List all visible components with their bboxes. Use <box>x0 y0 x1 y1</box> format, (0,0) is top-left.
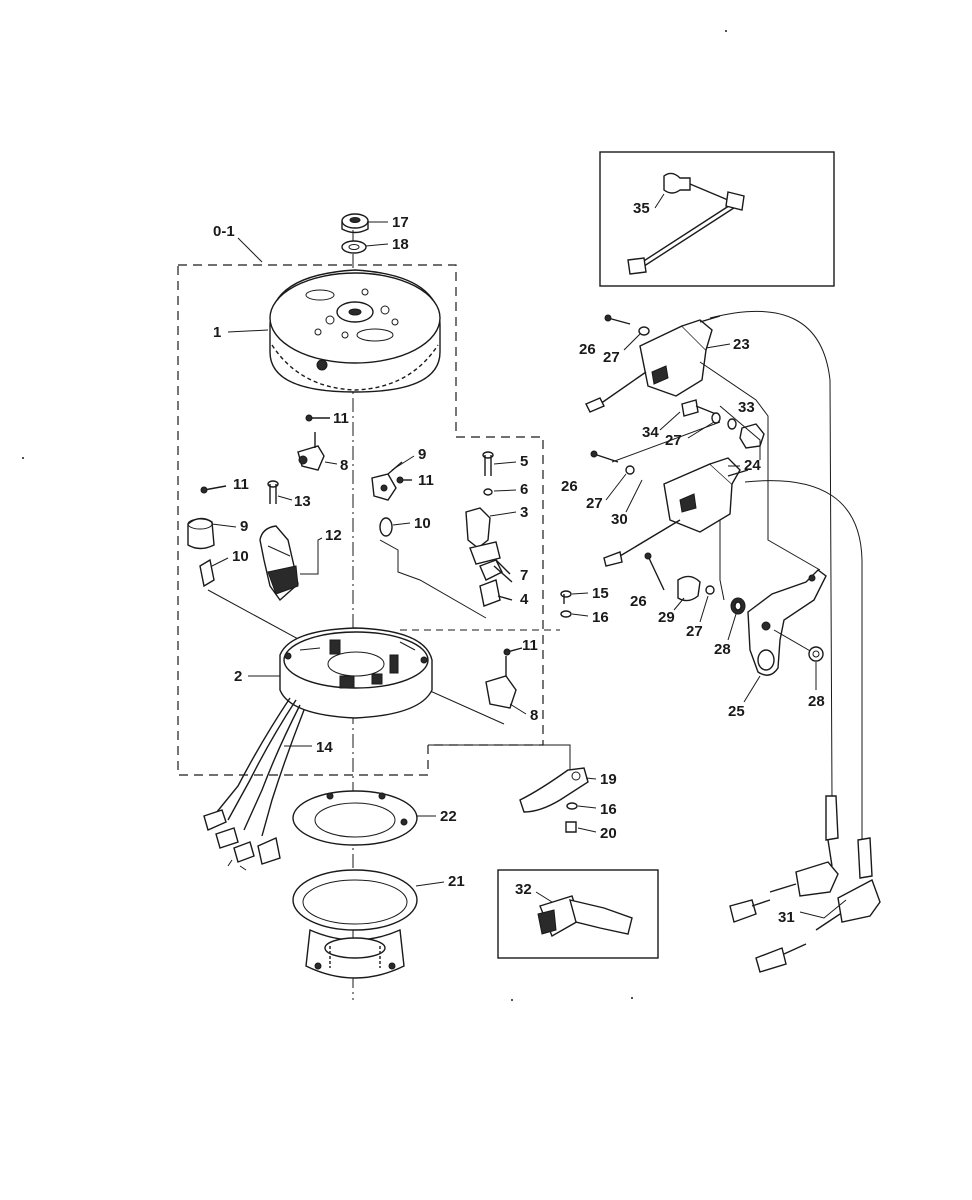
label-8-lower: 8 <box>530 707 538 724</box>
coil-24 <box>603 457 749 567</box>
clamp-29 <box>677 575 701 602</box>
label-25: 25 <box>728 703 745 720</box>
label-29: 29 <box>658 609 675 626</box>
ring-10-left <box>199 558 215 588</box>
label-23: 23 <box>733 336 750 353</box>
label-6: 6 <box>520 481 528 498</box>
washer-28-left <box>730 597 746 615</box>
label-1: 1 <box>213 324 221 341</box>
coil-screw <box>267 480 279 504</box>
label-10-right: 10 <box>414 515 431 532</box>
stator-plate <box>279 627 433 719</box>
label-11-left: 11 <box>233 476 249 493</box>
ignition-coil <box>259 525 299 602</box>
label-4: 4 <box>520 591 529 608</box>
label-15: 15 <box>592 585 609 602</box>
screw-15 <box>560 590 572 604</box>
screw-11-top <box>305 414 330 422</box>
cam-wiper-left <box>187 517 215 550</box>
flywheel-washer <box>341 240 367 254</box>
label-9-right: 9 <box>418 446 426 463</box>
label-32: 32 <box>515 881 532 898</box>
label-27-low: 27 <box>686 623 703 640</box>
label-16-upper: 16 <box>592 609 609 626</box>
label-5: 5 <box>520 453 528 470</box>
cam-wiper-right <box>371 461 403 501</box>
base-housing <box>292 869 418 979</box>
label-9-left: 9 <box>240 518 248 535</box>
label-16-lower: 16 <box>600 801 617 818</box>
label-7: 7 <box>520 567 528 584</box>
label-3: 3 <box>520 504 528 521</box>
label-8-top: 8 <box>340 457 348 474</box>
label-26-top: 26 <box>579 341 596 358</box>
washer-6 <box>483 488 493 496</box>
label-19: 19 <box>600 771 617 788</box>
washer-28-right <box>808 646 824 662</box>
ground-bracket <box>519 767 589 813</box>
flywheel-nut <box>341 213 369 234</box>
screw-5 <box>482 451 494 476</box>
label-10-left: 10 <box>232 548 249 565</box>
label-13: 13 <box>294 493 311 510</box>
label-17: 17 <box>392 214 409 231</box>
inset-box-32 <box>497 869 659 959</box>
washer-16-lower <box>566 802 578 810</box>
label-33: 33 <box>738 399 755 416</box>
lead-clip-top <box>297 432 325 471</box>
label-27-top: 27 <box>603 349 620 366</box>
ring-10-right <box>379 517 393 537</box>
label-34: 34 <box>642 424 659 441</box>
condenser-7 <box>479 559 513 583</box>
label-12: 12 <box>325 527 342 544</box>
washer-16-upper <box>560 610 572 618</box>
label-27-mid: 27 <box>665 432 682 449</box>
label-24: 24 <box>744 457 761 474</box>
label-11-right: 11 <box>418 472 434 489</box>
cam-4 <box>479 579 513 607</box>
label-21: 21 <box>448 873 465 890</box>
label-28-right: 28 <box>808 693 825 710</box>
label-22: 22 <box>440 808 457 825</box>
flywheel <box>269 269 441 393</box>
label-2: 2 <box>234 668 242 685</box>
lead-clip-lower <box>485 656 517 709</box>
screw-20 <box>565 821 577 833</box>
label-30: 30 <box>611 511 628 528</box>
plug-boot-left <box>729 795 839 923</box>
label-26-low: 26 <box>630 593 647 610</box>
label-31: 31 <box>778 909 795 926</box>
plug-boot-right <box>755 837 881 973</box>
coil-23 <box>585 315 721 413</box>
label-28-left: 28 <box>714 641 731 658</box>
label-14: 14 <box>316 739 333 756</box>
inset-box-35 <box>599 151 835 287</box>
label-11-lower: 11 <box>522 637 538 654</box>
label-26-mid: 26 <box>561 478 578 495</box>
label-20: 20 <box>600 825 617 842</box>
group-label: 0-1 <box>213 223 235 240</box>
label-27-mid2: 27 <box>586 495 603 512</box>
label-11-top: 11 <box>333 410 349 427</box>
bracket-25 <box>747 569 827 676</box>
breaker-points <box>465 507 501 565</box>
label-35: 35 <box>633 200 650 217</box>
bolt-34 <box>681 399 717 417</box>
lead-wires <box>203 697 305 871</box>
gasket <box>292 790 418 846</box>
label-18: 18 <box>392 236 409 253</box>
